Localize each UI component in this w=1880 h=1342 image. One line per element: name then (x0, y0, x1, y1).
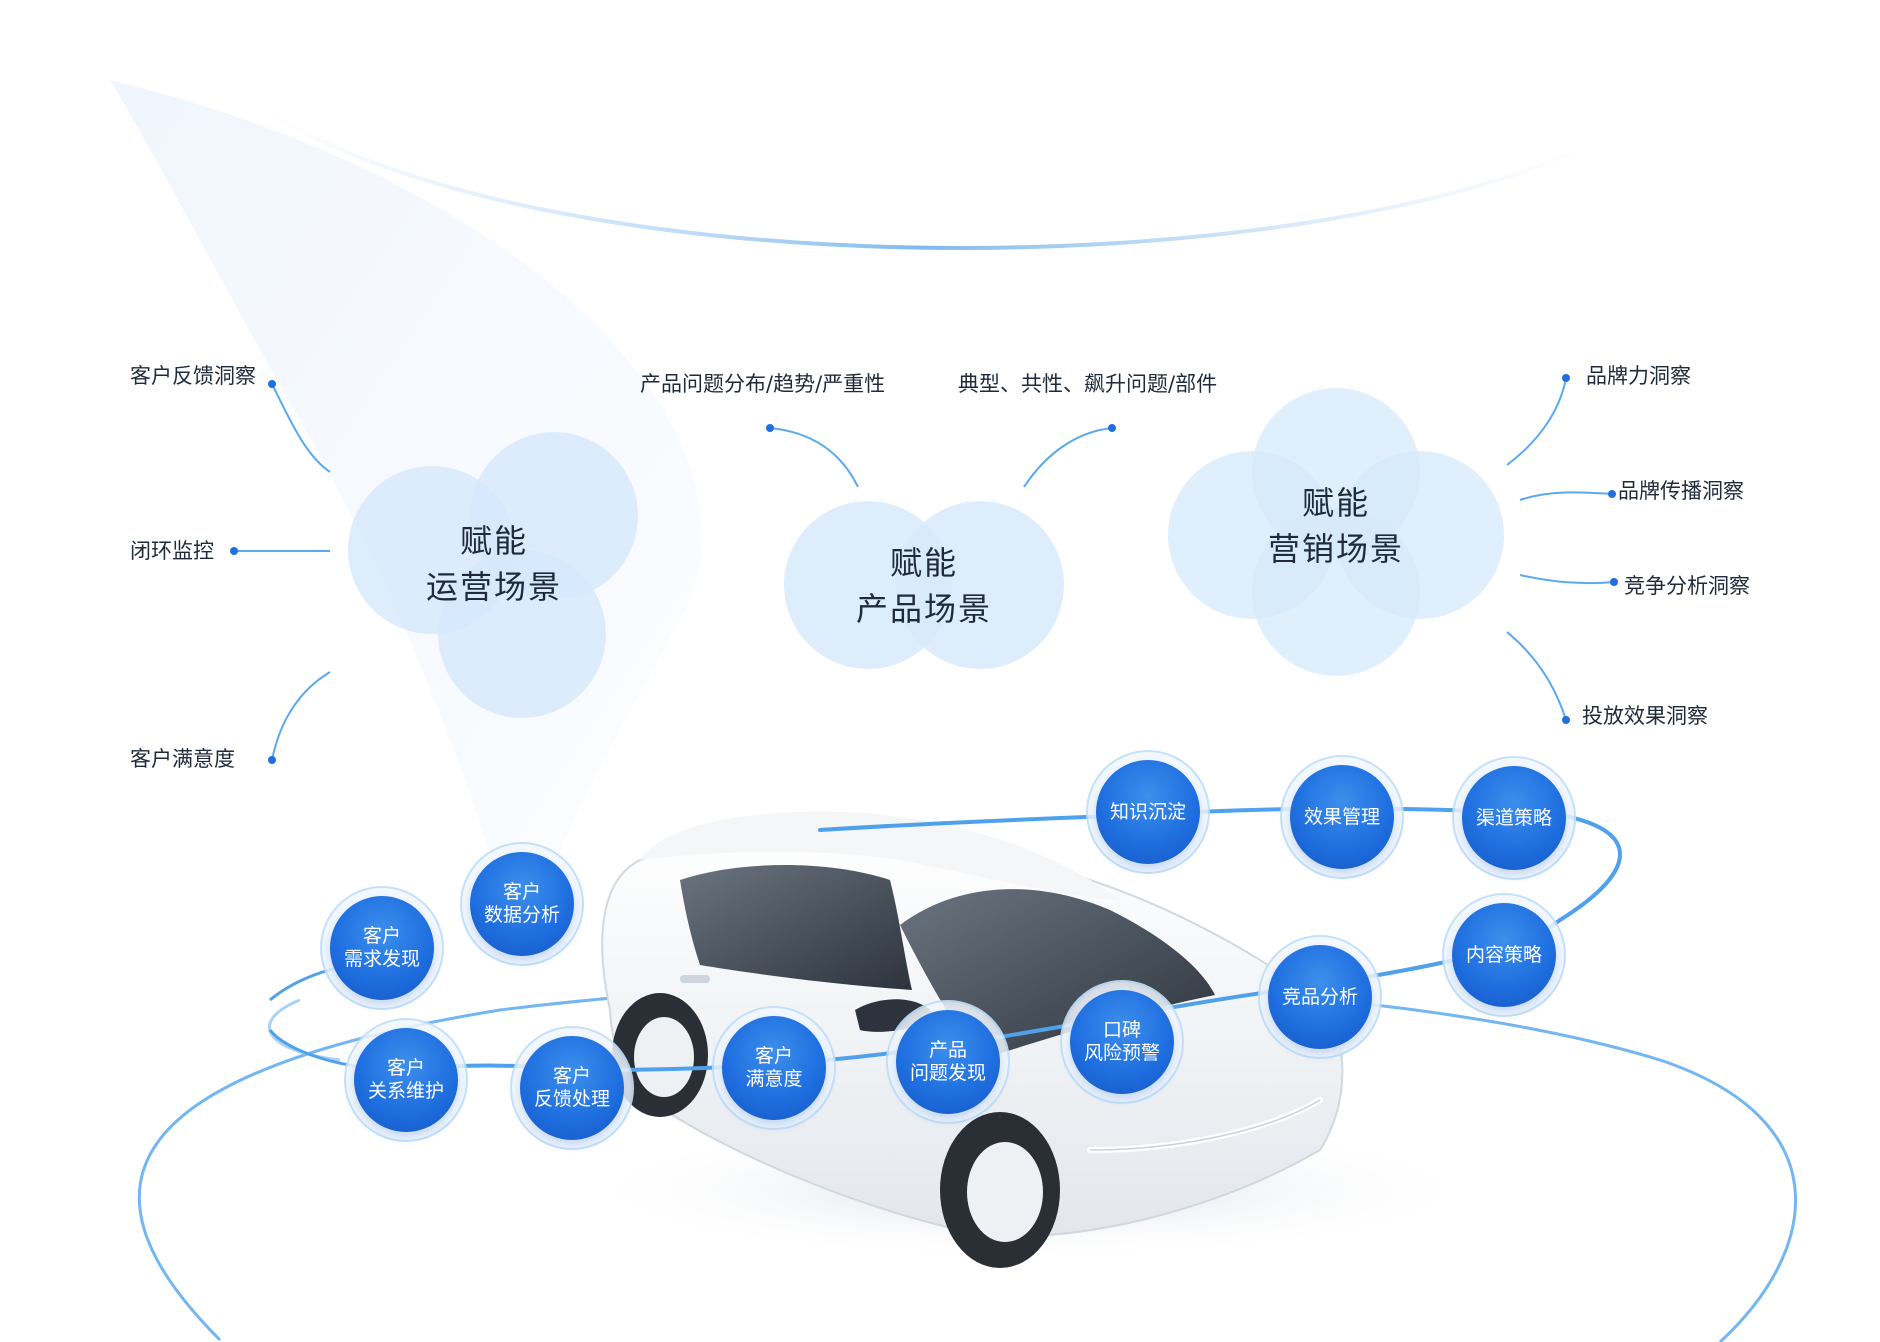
node-customer-data-line2: 数据分析 (483, 904, 560, 926)
node-product-issue[interactable]: 产品 问题发现 (886, 1000, 1010, 1124)
label-op-satisfaction: 客户满意度 (130, 747, 235, 771)
node-customer-satisfaction-disc: 客户 满意度 (722, 1016, 826, 1120)
node-customer-relation-disc: 客户 关系维护 (354, 1028, 458, 1132)
node-customer-satisfaction-line2: 满意度 (745, 1068, 803, 1090)
node-customer-feedback-disc: 客户 反馈处理 (520, 1036, 624, 1140)
cluster-marketing-line1: 赋能 (1301, 484, 1370, 522)
label-prod-typical: 典型、共性、飙升问题/部件 (958, 372, 1218, 396)
label-prod-issue-dist: 产品问题分布/趋势/严重性 (640, 372, 886, 396)
label-op-closed-loop: 闭环监控 (130, 539, 214, 563)
label-op-feedback: 客户反馈洞察 (130, 364, 256, 388)
node-customer-needs[interactable]: 客户 需求发现 (320, 886, 444, 1010)
node-reputation-risk-line2: 风险预警 (1083, 1042, 1160, 1064)
node-customer-feedback-line1: 客户 (552, 1065, 591, 1087)
node-content-strategy-line1: 内容策略 (1465, 943, 1542, 966)
cluster-product-line2: 产品场景 (855, 590, 992, 628)
node-reputation-risk-disc: 口碑 风险预警 (1070, 990, 1174, 1094)
node-channel-strategy[interactable]: 渠道策略 (1452, 756, 1576, 880)
node-reputation-risk-line1: 口碑 (1102, 1019, 1141, 1041)
cluster-operations-line1: 赋能 (459, 522, 528, 560)
node-knowledge[interactable]: 知识沉淀 (1086, 750, 1210, 874)
node-customer-relation[interactable]: 客户 关系维护 (344, 1018, 468, 1142)
cluster-operations-line2: 运营场景 (425, 568, 562, 606)
node-customer-data-line1: 客户 (502, 881, 541, 903)
node-customer-data-disc: 客户 数据分析 (470, 852, 574, 956)
node-content-strategy[interactable]: 内容策略 (1442, 893, 1566, 1017)
cluster-product-line1: 赋能 (889, 544, 958, 582)
node-customer-satisfaction-line1: 客户 (754, 1045, 793, 1067)
label-mkt-competition: 竞争分析洞察 (1624, 574, 1750, 598)
node-channel-strategy-line1: 渠道策略 (1475, 806, 1552, 829)
node-customer-feedback[interactable]: 客户 反馈处理 (510, 1026, 634, 1150)
node-customer-feedback-line2: 反馈处理 (533, 1088, 610, 1110)
node-content-strategy-disc: 内容策略 (1452, 903, 1556, 1007)
node-product-issue-line1: 产品 (928, 1039, 967, 1061)
cluster-title-operations: 赋能 运营场景 (364, 518, 624, 610)
node-customer-needs-line1: 客户 (362, 925, 401, 947)
node-customer-needs-disc: 客户 需求发现 (330, 896, 434, 1000)
node-effect-management[interactable]: 效果管理 (1280, 755, 1404, 879)
label-mkt-brand-comm: 品牌传播洞察 (1618, 479, 1744, 503)
cluster-title-marketing: 赋能 营销场景 (1206, 480, 1466, 572)
label-mkt-brand-power: 品牌力洞察 (1586, 364, 1691, 388)
node-competitor-analysis[interactable]: 竞品分析 (1258, 935, 1382, 1059)
node-effect-management-disc: 效果管理 (1290, 765, 1394, 869)
node-customer-needs-line2: 需求发现 (343, 948, 420, 970)
node-customer-relation-line1: 客户 (386, 1057, 425, 1079)
node-channel-strategy-disc: 渠道策略 (1462, 766, 1566, 870)
cluster-title-product: 赋能 产品场景 (794, 540, 1054, 632)
node-knowledge-line1: 知识沉淀 (1109, 800, 1186, 823)
node-effect-management-line1: 效果管理 (1303, 805, 1380, 828)
node-product-issue-line2: 问题发现 (909, 1062, 986, 1084)
label-mkt-ad-effect: 投放效果洞察 (1582, 704, 1708, 728)
node-reputation-risk[interactable]: 口碑 风险预警 (1060, 980, 1184, 1104)
node-knowledge-disc: 知识沉淀 (1096, 760, 1200, 864)
node-competitor-analysis-disc: 竞品分析 (1268, 945, 1372, 1049)
node-customer-satisfaction[interactable]: 客户 满意度 (712, 1006, 836, 1130)
cluster-marketing-line2: 营销场景 (1267, 530, 1404, 568)
node-product-issue-disc: 产品 问题发现 (896, 1010, 1000, 1114)
node-customer-relation-line2: 关系维护 (367, 1080, 444, 1102)
node-competitor-analysis-line1: 竞品分析 (1281, 985, 1358, 1008)
node-customer-data[interactable]: 客户 数据分析 (460, 842, 584, 966)
